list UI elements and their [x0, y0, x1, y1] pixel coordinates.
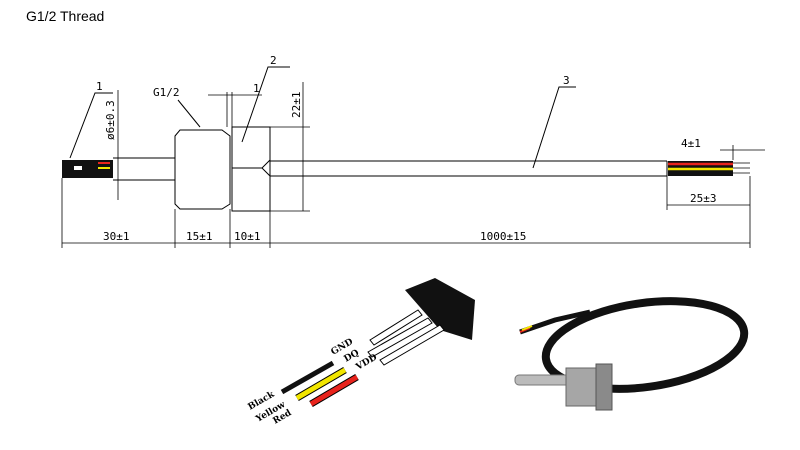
gap-dim: 1: [253, 82, 260, 95]
product-photo: [514, 297, 749, 411]
thread-length-dim: 15±1: [186, 230, 213, 243]
page-title: G1/2 Thread: [26, 8, 105, 24]
hex-length-dim: 10±1: [234, 230, 261, 243]
thread-section: [174, 129, 231, 210]
stripped-wires: [668, 161, 750, 176]
height-dim: 22±1: [290, 92, 303, 119]
callout-1: 1: [96, 80, 103, 93]
sensor-chip: [367, 278, 475, 366]
yellow-wire: [295, 367, 347, 401]
cable-length-dim: 1000±15: [480, 230, 526, 243]
strip-short-dim: 4±1: [681, 137, 701, 150]
diameter-dim: ø6±0.3: [104, 100, 117, 140]
probe-length-dim: 30±1: [103, 230, 130, 243]
black-wire: [280, 360, 335, 395]
callout-3: 3: [563, 74, 570, 87]
callout-2: 2: [270, 54, 277, 67]
strip-long-dim: 25±3: [690, 192, 717, 205]
probe-tip: [62, 160, 113, 178]
red-wire: [309, 374, 359, 407]
thread-label: G1/2: [153, 86, 180, 99]
hex-section: [231, 126, 271, 212]
